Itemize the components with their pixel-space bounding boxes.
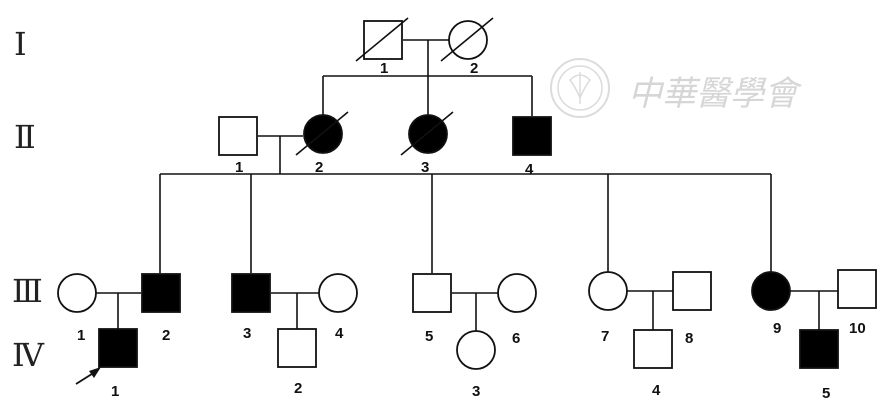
individual-iii-6 [497, 273, 537, 313]
watermark-seal-logo [550, 58, 610, 118]
label-iii-6: 6 [512, 330, 520, 347]
generation-label-iii: Ⅲ [12, 272, 43, 310]
generation-labels: Ⅰ Ⅱ Ⅲ Ⅳ [12, 25, 45, 374]
female-circle-symbol [588, 271, 628, 311]
individuals [57, 17, 877, 370]
male-square-symbol [231, 273, 271, 313]
generation-label-iv: Ⅳ [12, 336, 45, 374]
watermark-text: 中華醫學會 [628, 74, 803, 114]
male-square-symbol [633, 329, 673, 369]
female-circle-symbol [751, 271, 791, 311]
label-iii-3: 3 [243, 325, 251, 342]
female-circle-symbol [497, 273, 537, 313]
male-square-symbol [141, 273, 181, 313]
proband-arrow [75, 367, 101, 385]
label-iv-2: 2 [294, 380, 302, 397]
female-circle-symbol [57, 273, 97, 313]
label-iii-1: 1 [77, 327, 85, 344]
label-ii-4: 4 [525, 161, 534, 178]
watermark: 中華醫學會 [550, 58, 803, 118]
label-iii-7: 7 [601, 328, 609, 345]
individual-iv-5 [799, 329, 839, 369]
label-ii-1: 1 [235, 159, 243, 176]
label-iii-4: 4 [335, 325, 344, 342]
label-iii-2: 2 [162, 327, 170, 344]
individual-iv-2 [277, 328, 317, 368]
deceased-slash [440, 17, 494, 62]
male-square-symbol [412, 273, 452, 313]
relationship-lines [96, 39, 838, 331]
deceased-slash [355, 17, 409, 62]
individual-iii-8 [672, 271, 712, 311]
individual-labels: 1 2 1 2 3 4 1 2 3 4 5 6 7 8 9 10 1 2 3 4… [77, 60, 866, 402]
female-circle-symbol [318, 273, 358, 313]
individual-iii-5 [412, 273, 452, 313]
label-i-1: 1 [380, 60, 388, 77]
label-iii-8: 8 [685, 330, 693, 347]
generation-label-i: Ⅰ [14, 25, 27, 63]
male-square-symbol [98, 328, 138, 368]
individual-iii-3 [231, 273, 271, 313]
deceased-slash [400, 111, 454, 156]
label-i-2: 2 [470, 60, 478, 77]
individual-iv-4 [633, 329, 673, 369]
individual-i-2 [440, 17, 494, 62]
label-iv-4: 4 [652, 382, 661, 399]
male-square-symbol [218, 116, 258, 156]
label-iv-3: 3 [472, 383, 480, 400]
individual-ii-4 [512, 116, 552, 156]
male-square-symbol [799, 329, 839, 369]
individual-iii-7 [588, 271, 628, 311]
label-iii-9: 9 [773, 320, 781, 337]
label-iii-5: 5 [425, 328, 433, 345]
individual-i-1 [355, 17, 409, 62]
label-iii-10: 10 [849, 320, 866, 337]
individual-iv-1 [98, 328, 138, 368]
male-square-symbol [277, 328, 317, 368]
label-iv-1: 1 [111, 383, 119, 400]
label-ii-3: 3 [421, 159, 429, 176]
individual-iii-9 [751, 271, 791, 311]
individual-iii-10 [837, 269, 877, 309]
individual-ii-2 [295, 111, 349, 156]
deceased-slash [295, 111, 349, 156]
individual-iii-2 [141, 273, 181, 313]
male-square-symbol [672, 271, 712, 311]
male-square-symbol [837, 269, 877, 309]
male-square-symbol [512, 116, 552, 156]
label-ii-2: 2 [315, 159, 323, 176]
individual-ii-3 [400, 111, 454, 156]
generation-label-ii: Ⅱ [14, 118, 36, 156]
individual-ii-1 [218, 116, 258, 156]
label-iv-5: 5 [822, 385, 830, 402]
individual-iii-4 [318, 273, 358, 313]
individual-iv-3 [456, 330, 496, 370]
individual-iii-1 [57, 273, 97, 313]
female-circle-symbol [456, 330, 496, 370]
